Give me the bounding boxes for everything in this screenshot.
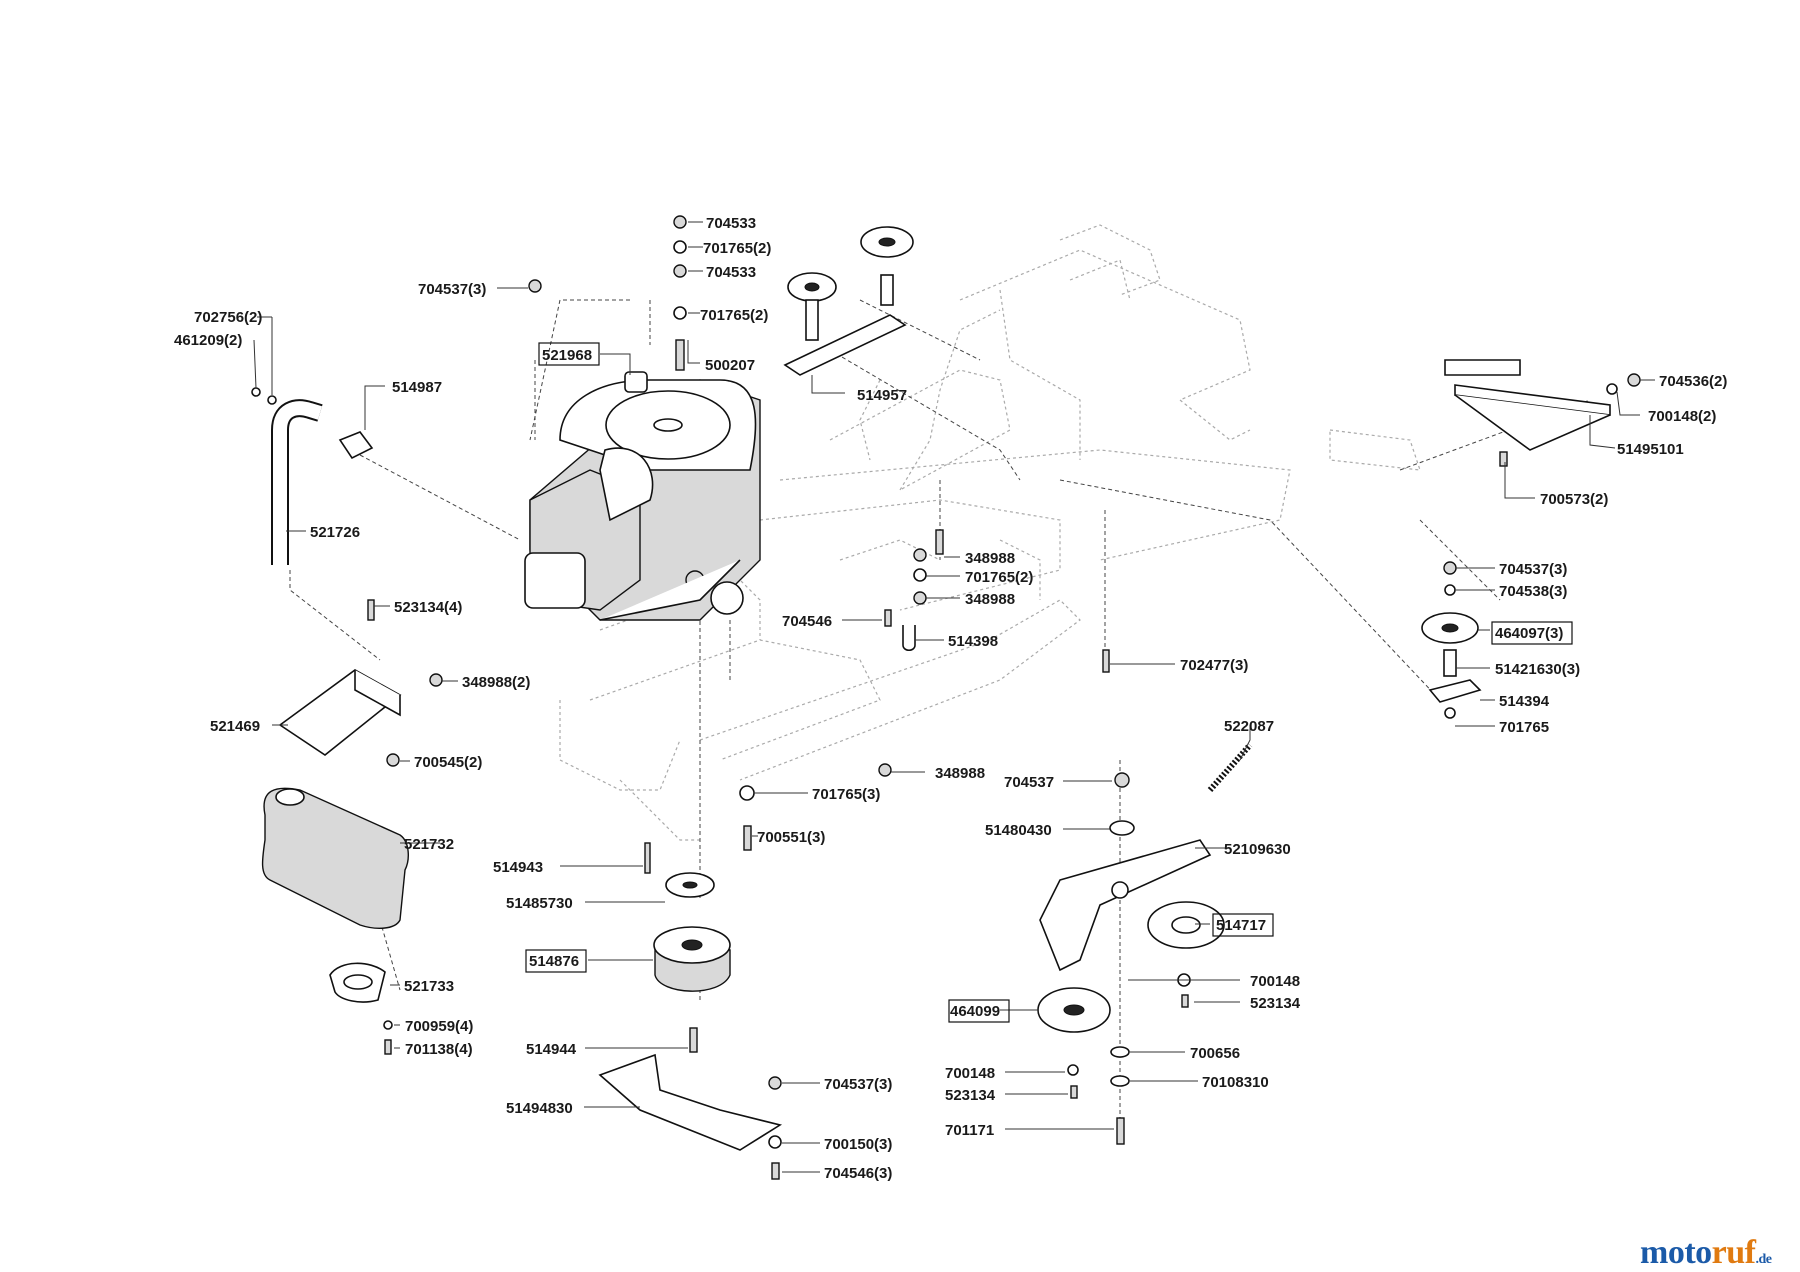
idler-pulley-514717 xyxy=(1147,901,1225,949)
label-p1: 704533 xyxy=(706,215,756,232)
label-p22: 464097(3) xyxy=(1495,625,1563,642)
label-p16: 521726 xyxy=(310,524,360,541)
label-p57: 51494830 xyxy=(506,1100,573,1117)
label-p8: 521968 xyxy=(542,347,592,364)
label-p56: 70108310 xyxy=(1202,1074,1269,1091)
alignment-lines xyxy=(289,299,1591,1120)
label-p47: 523134 xyxy=(1250,995,1301,1012)
label-p5: 704537(3) xyxy=(418,281,486,298)
pulley-right xyxy=(1421,612,1482,703)
label-p48: 464099 xyxy=(950,1003,1000,1020)
label-p55: 523134 xyxy=(945,1087,996,1104)
label-p11: 514957 xyxy=(857,387,907,404)
clutch-bracket xyxy=(598,1053,783,1151)
label-p23: 523134(4) xyxy=(394,599,462,616)
box-p22 xyxy=(1491,621,1573,645)
clutch-pulley xyxy=(665,872,715,898)
label-p39: 521732 xyxy=(404,836,454,853)
logo-suffix: .de xyxy=(1755,1252,1772,1267)
label-p53: 700148 xyxy=(945,1065,995,1082)
label-p19: 348988 xyxy=(965,591,1015,608)
label-p49: 700959(4) xyxy=(405,1018,473,1035)
label-p35: 704537 xyxy=(1004,774,1054,791)
label-p10: 514987 xyxy=(392,379,442,396)
muffler-bracket xyxy=(278,669,402,756)
label-p25: 514398 xyxy=(948,633,998,650)
label-p2: 701765(2) xyxy=(703,240,771,257)
tension-arm xyxy=(1039,839,1212,972)
label-p9: 500207 xyxy=(705,357,755,374)
label-p43: 514717 xyxy=(1216,917,1266,934)
label-p38: 700551(3) xyxy=(757,829,825,846)
label-p34: 348988 xyxy=(935,765,985,782)
label-p52: 700656 xyxy=(1190,1045,1240,1062)
label-p26: 702477(3) xyxy=(1180,657,1248,674)
fasteners xyxy=(251,215,1641,1180)
label-p37: 51480430 xyxy=(985,822,1052,839)
label-p41: 514943 xyxy=(493,859,543,876)
exhaust-pipe xyxy=(271,399,374,565)
leader-lines xyxy=(253,221,1655,1173)
label-p51: 514944 xyxy=(526,1041,577,1058)
part-labels: 704533 701765(2) 704533 701765(2) 704537… xyxy=(174,215,1727,1182)
label-p32: 522087 xyxy=(1224,718,1274,735)
label-p6: 702756(2) xyxy=(194,309,262,326)
label-p50: 701138(4) xyxy=(405,1041,473,1058)
label-p20: 704537(3) xyxy=(1499,561,1567,578)
label-p27: 51421630(3) xyxy=(1495,661,1580,678)
label-p12: 704536(2) xyxy=(1659,373,1727,390)
bracket-right xyxy=(1444,359,1611,451)
box-p44 xyxy=(525,949,587,973)
label-p17: 348988 xyxy=(965,550,1015,567)
label-p21: 704538(3) xyxy=(1499,583,1567,600)
electric-clutch xyxy=(653,926,731,992)
label-p28: 348988(2) xyxy=(462,674,530,691)
label-p24: 704546 xyxy=(782,613,832,630)
label-p40: 52109630 xyxy=(1224,841,1291,858)
box-p8 xyxy=(538,342,600,366)
label-p60: 704546(3) xyxy=(824,1165,892,1182)
pulley-top-left xyxy=(787,272,837,341)
pulley-top-right xyxy=(860,226,914,306)
label-p14: 51495101 xyxy=(1617,441,1684,458)
idler-bracket-top xyxy=(783,314,907,376)
label-p33: 700545(2) xyxy=(414,754,482,771)
label-p45: 700148 xyxy=(1250,973,1300,990)
box-p48 xyxy=(948,999,1010,1023)
label-p15: 700573(2) xyxy=(1540,491,1608,508)
label-p42: 51485730 xyxy=(506,895,573,912)
label-p54: 704537(3) xyxy=(824,1076,892,1093)
logo-part1: moto xyxy=(1640,1234,1712,1271)
label-p3: 704533 xyxy=(706,264,756,281)
muffler xyxy=(261,787,409,929)
label-p30: 701765 xyxy=(1499,719,1549,736)
label-p18: 701765(2) xyxy=(965,569,1033,586)
label-p58: 700150(3) xyxy=(824,1136,892,1153)
label-p31: 521469 xyxy=(210,718,260,735)
logo-part2: ruf xyxy=(1711,1234,1756,1271)
label-p4: 701765(2) xyxy=(700,307,768,324)
pulley-464099 xyxy=(1037,987,1111,1033)
label-p13: 700148(2) xyxy=(1648,408,1716,425)
label-p29: 514394 xyxy=(1499,693,1550,710)
muffler-flange xyxy=(329,962,386,1003)
label-p46: 521733 xyxy=(404,978,454,995)
box-p43 xyxy=(1212,913,1274,937)
label-p7: 461209(2) xyxy=(174,332,242,349)
label-p59: 701171 xyxy=(945,1122,994,1139)
engine xyxy=(524,371,761,621)
label-p36: 701765(3) xyxy=(812,786,880,803)
label-p44: 514876 xyxy=(529,953,579,970)
motoruf-logo: motoruf.de xyxy=(1640,1234,1772,1272)
